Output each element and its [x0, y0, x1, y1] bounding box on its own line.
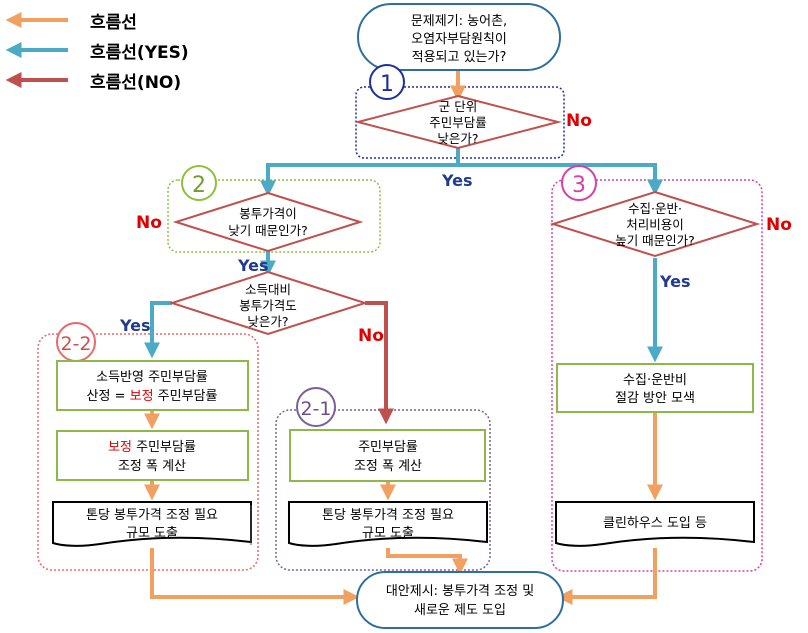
decision-1-line-1: 군 단위	[439, 99, 477, 114]
g21-box-1-line-1: 주민부담률	[358, 440, 418, 455]
connector-d2b-no	[365, 301, 394, 425]
g3-box-1-line-2: 절감 방안 모색	[615, 391, 695, 406]
decision-3	[549, 190, 761, 258]
decision-2	[172, 191, 364, 253]
decision-2-line-1: 봉투가격이	[239, 206, 297, 221]
g22-box-2	[56, 430, 249, 481]
group-1-badge	[369, 64, 405, 100]
group-2-1-badge	[296, 387, 336, 427]
end-line-1: 대안제시: 봉투가격 조정 및	[386, 584, 534, 599]
decision-1-line-3: 낮은가?	[437, 131, 478, 146]
decision-2-line-2: 낮기 때문인가?	[228, 223, 308, 238]
g21-doc-line-2: 규모 도출	[362, 526, 414, 541]
decision-3-line-2: 처리비용이	[626, 217, 684, 232]
g22-document	[52, 501, 252, 547]
label-yes-3: Yes	[659, 272, 691, 291]
group-2-badge	[181, 165, 217, 201]
g22-box-1-line-1: 소득반영 주민부담률	[96, 370, 208, 385]
connector-22-doc-to-end	[150, 548, 360, 605]
g22-box-1-post: 주민부담률	[154, 389, 218, 404]
start-line-3: 적용되고 있는가?	[412, 50, 507, 65]
decision-1-line-2: 주민부담률	[429, 115, 487, 130]
connector-21-doc-to-end	[386, 548, 468, 575]
g22-box-2-red: 보정	[108, 440, 132, 455]
label-no-3: No	[766, 215, 792, 235]
start-terminal	[357, 3, 561, 71]
decision-2b-line-1: 소득대비	[245, 282, 291, 297]
g22-box-2-post: 주민부담률	[132, 440, 196, 455]
end-line-2: 새로운 제도 도입	[414, 603, 506, 618]
group-2-1-number: 2-1	[300, 398, 331, 420]
g3-box-1-line-1: 수집·운반비	[623, 373, 687, 388]
group-1-number: 1	[380, 72, 394, 97]
g22-box-1-line-2: 산정 = 보정 주민부담률	[87, 389, 218, 404]
start-line-1: 문제제기: 농어촌,	[411, 14, 507, 29]
connector-g3-doc-to-end	[556, 548, 657, 605]
connector-d1-yes	[268, 148, 655, 167]
g21-doc-line-1: 톤당 봉투가격 조정 필요	[322, 508, 454, 523]
label-no-2: No	[136, 213, 162, 233]
legend: 흐름선 흐름선(YES) 흐름선(NO)	[5, 12, 189, 93]
start-line-2: 오염자부담원칙이	[411, 32, 507, 47]
g21-box-1	[289, 429, 486, 482]
label-yes-2-2: Yes	[119, 316, 151, 335]
g3-doc-line-1: 클린하우스 도입 등	[603, 516, 707, 531]
g21-box-1-line-2: 조정 폭 계산	[354, 459, 422, 474]
connector-d2b-yes	[144, 301, 172, 359]
flow-connectors	[144, 68, 663, 605]
legend-flow-label: 흐름선	[90, 13, 137, 33]
decision-3-line-1: 수집·운반·	[628, 201, 682, 216]
label-no-1: No	[566, 111, 592, 131]
g22-box-1	[56, 360, 249, 411]
g22-box-1-pre: 산정 =	[87, 389, 130, 404]
g22-doc-line-1: 톤당 봉투가격 조정 필요	[86, 508, 218, 523]
group-3-badge	[561, 165, 597, 201]
g21-document	[288, 501, 488, 547]
label-no-2-1: No	[358, 326, 384, 346]
g22-box-2-line-1: 보정 주민부담률	[108, 440, 196, 455]
group-2-frame	[167, 179, 381, 253]
group-3-number: 3	[572, 173, 586, 198]
label-yes-2: Yes	[237, 256, 269, 275]
g22-box-2-line-2: 조정 폭 계산	[118, 459, 186, 474]
decision-1	[354, 94, 562, 150]
g3-document	[555, 501, 755, 547]
group-2-2-number: 2-2	[60, 333, 91, 355]
decision-3-line-3: 높기 때문인가?	[615, 233, 695, 248]
group-2-2-frame	[37, 333, 259, 571]
group-2-number: 2	[192, 173, 206, 198]
decision-2b-line-2: 봉투가격도	[239, 298, 297, 313]
label-yes-1: Yes	[441, 171, 473, 190]
end-terminal	[356, 571, 564, 629]
decision-2b-line-3: 낮은가?	[247, 314, 288, 329]
legend-no-label: 흐름선(NO)	[90, 73, 181, 93]
g22-doc-line-2: 규모 도출	[126, 526, 178, 541]
decision-2b	[168, 270, 369, 336]
legend-yes-label: 흐름선(YES)	[90, 43, 189, 63]
g3-box-1	[556, 363, 754, 413]
g22-box-1-red: 보정	[130, 389, 154, 404]
